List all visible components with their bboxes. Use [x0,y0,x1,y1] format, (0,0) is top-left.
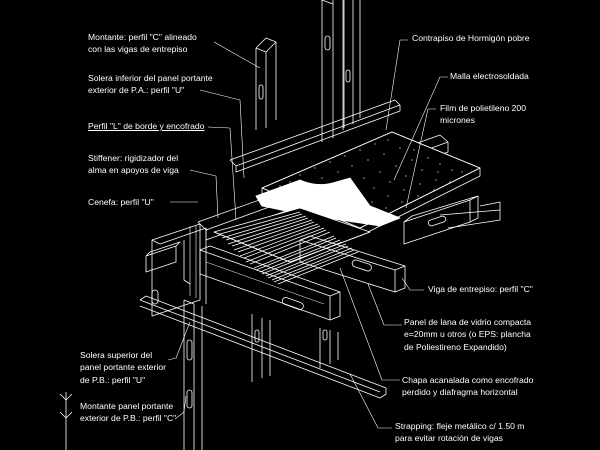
label-contrapiso: Contrapiso de Hormigón pobre [412,33,530,43]
label-malla: Malla electrosoldada [450,71,529,81]
label-cenefa: Cenefa: perfil "U" [88,197,154,207]
corrugated-deck [213,207,371,285]
mesh-and-film [255,177,401,227]
label-viga-entrepiso: Viga de entrepiso: perfil "C" [428,284,533,294]
leader-lines [167,39,448,429]
ucs-axis-icon [59,392,73,450]
lower-wall-studs [183,299,339,450]
upper-wall-studs [255,0,361,142]
lower-top-track [139,295,387,399]
label-perfil-l: Perfil "L" de borde y encofrado [88,121,205,131]
upper-bottom-track [229,99,401,173]
rim-track-cenefa [145,223,207,317]
floor-joists [199,195,501,321]
